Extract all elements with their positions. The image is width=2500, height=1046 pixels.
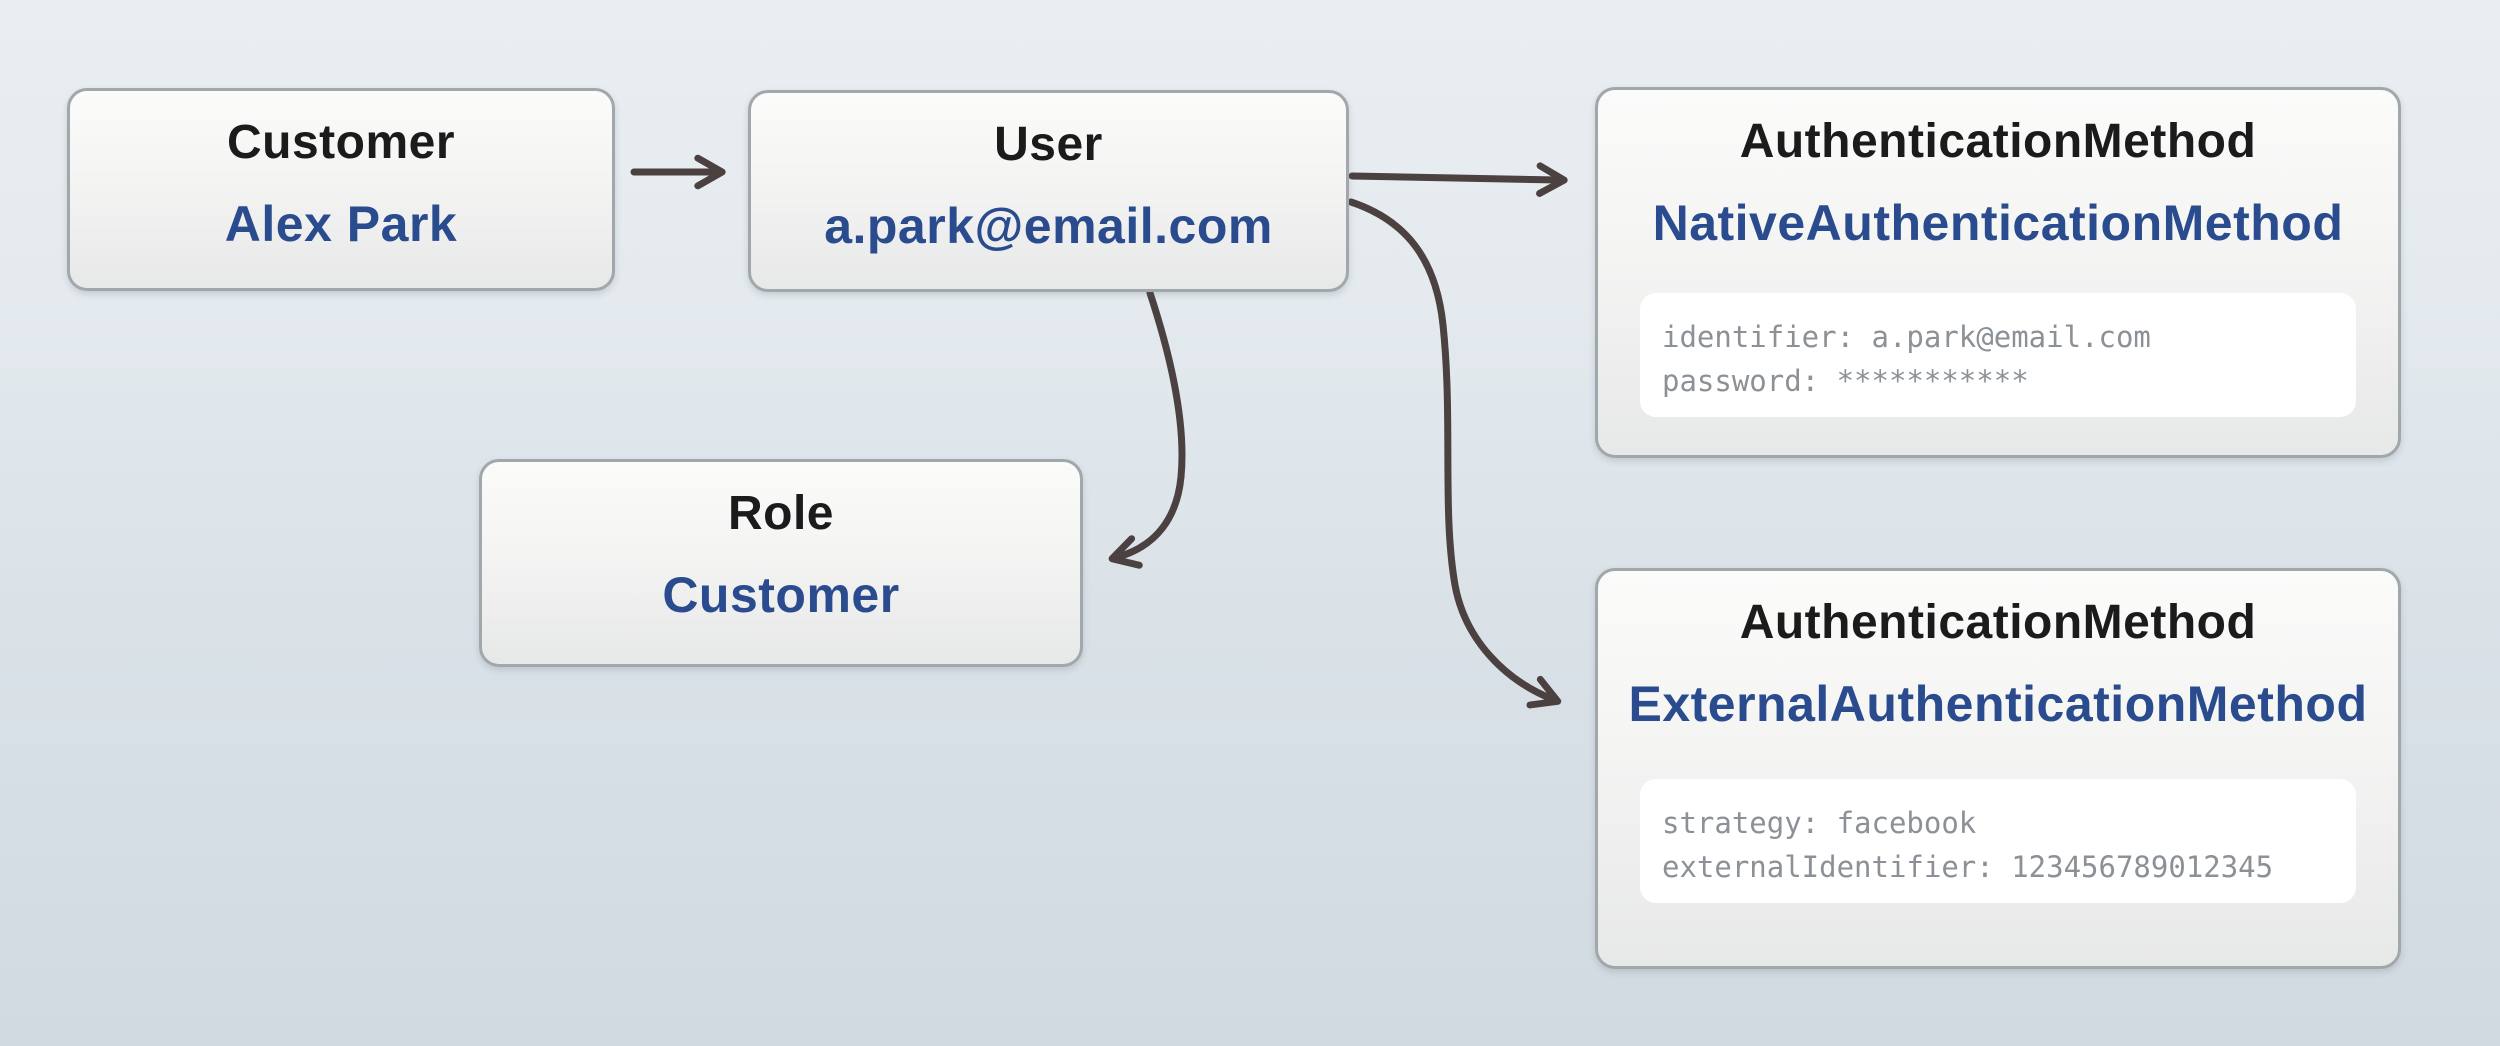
attribute-password: password: *********** xyxy=(1662,364,2029,398)
node-authentication-method-native: AuthenticationMethod NativeAuthenticatio… xyxy=(1595,87,2401,458)
node-value: NativeAuthenticationMethod xyxy=(1652,195,2344,251)
node-title: AuthenticationMethod xyxy=(1739,596,2257,649)
node-value: a.park@email.com xyxy=(824,198,1273,254)
node-value: Customer xyxy=(662,567,900,623)
node-user: User a.park@email.com xyxy=(748,90,1349,292)
node-role: Role Customer xyxy=(479,459,1083,667)
attributes-panel: identifier: a.park@email.com password: *… xyxy=(1640,293,2356,417)
attribute-identifier: identifier: a.park@email.com xyxy=(1662,320,2151,354)
node-title: Customer xyxy=(226,116,456,169)
node-title: Role xyxy=(727,487,834,540)
edge-user-to-external-auth xyxy=(1347,198,1562,709)
node-value: Alex Park xyxy=(224,196,458,252)
node-authentication-method-external: AuthenticationMethod ExternalAuthenticat… xyxy=(1595,568,2401,969)
edge-user-to-role xyxy=(1108,289,1186,569)
attribute-strategy: strategy: facebook xyxy=(1662,806,1977,840)
node-value: ExternalAuthenticationMethod xyxy=(1628,676,2368,732)
node-customer: Customer Alex Park xyxy=(67,88,615,291)
attribute-external-identifier: externalIdentifier: 123456789012345 xyxy=(1662,850,2274,884)
node-title: User xyxy=(994,118,1103,171)
node-title: AuthenticationMethod xyxy=(1739,115,2257,168)
attributes-panel: strategy: facebook externalIdentifier: 1… xyxy=(1640,779,2356,903)
edge-user-to-native-auth xyxy=(1348,162,1568,197)
